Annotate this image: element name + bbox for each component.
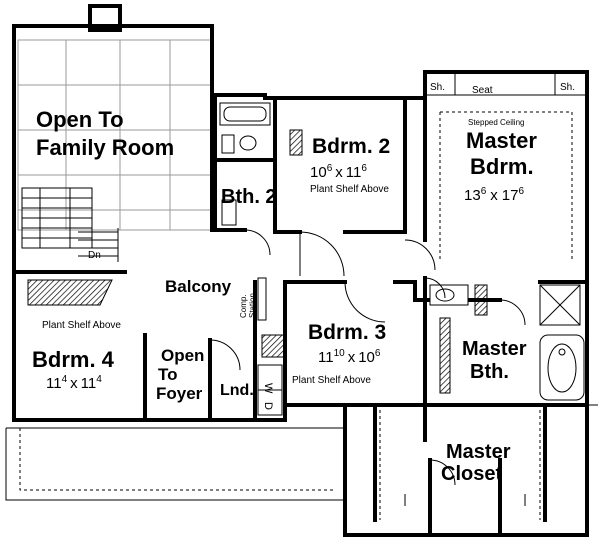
- open-foyer-line2: To: [158, 365, 178, 384]
- room-label-master-bth: Master Bth.: [462, 338, 527, 383]
- open-family-line1: Open To: [36, 107, 124, 132]
- master-closet-line2: Closet: [441, 463, 502, 485]
- master-bth-line1: Master: [462, 338, 527, 360]
- bdrm2-name: Bdrm. 2: [312, 135, 390, 158]
- staircase: [21, 187, 119, 262]
- bdrm4-plant-shelf: Plant Shelf Above: [42, 320, 121, 331]
- master-closet-line1: Master: [446, 441, 511, 463]
- chimney: [88, 4, 122, 32]
- washer-label: W: [262, 383, 274, 394]
- dryer-label: D: [262, 402, 274, 410]
- bth2-label: Bth. 2: [221, 186, 277, 208]
- stepped-ceiling-label: Stepped Ceiling: [468, 118, 524, 127]
- room-label-open-foyer: Open To Foyer: [156, 346, 204, 403]
- bdrm2-plant-shelf: Plant Shelf Above: [310, 184, 389, 195]
- master-bdrm-line2: Bdrm.: [470, 154, 534, 179]
- window-seat: [425, 72, 587, 262]
- shelf-left-label: Sh.: [430, 82, 445, 93]
- laundry-label: Lnd.: [220, 382, 254, 399]
- bdrm3-plant-shelf: Plant Shelf Above: [292, 375, 371, 386]
- room-label-open-family: Open To Family Room: [36, 107, 174, 160]
- room-label-master-bdrm: Seat Sh. Sh. Stepped Ceiling Master Bdrm…: [430, 82, 575, 204]
- roof-outline: [5, 404, 598, 501]
- bdrm4-name: Bdrm. 4: [32, 347, 115, 372]
- comp-station-label: Comp. Station: [239, 293, 257, 318]
- room-label-master-closet: Master Closet: [441, 441, 511, 485]
- walls: [12, 24, 589, 537]
- open-foyer-line3: Foyer: [156, 384, 203, 403]
- comp-station-line2: Station: [248, 293, 257, 318]
- balcony-label: Balcony: [165, 277, 232, 296]
- master-bdrm-line1: Master: [466, 128, 537, 153]
- open-family-line2: Family Room: [36, 135, 174, 160]
- stair-dn-label: Dn: [88, 250, 101, 261]
- seat-label: Seat: [472, 85, 493, 96]
- shelf-right-label: Sh.: [560, 82, 575, 93]
- open-foyer-line1: Open: [161, 346, 204, 365]
- door-swings: [209, 229, 526, 486]
- plant-shelves: [27, 129, 488, 394]
- master-bth-line2: Bth.: [470, 361, 509, 383]
- comp-station-desk: [257, 277, 267, 321]
- comp-station-line1: Comp.: [239, 294, 248, 318]
- bdrm3-name: Bdrm. 3: [308, 321, 386, 344]
- fixtures: [219, 102, 585, 520]
